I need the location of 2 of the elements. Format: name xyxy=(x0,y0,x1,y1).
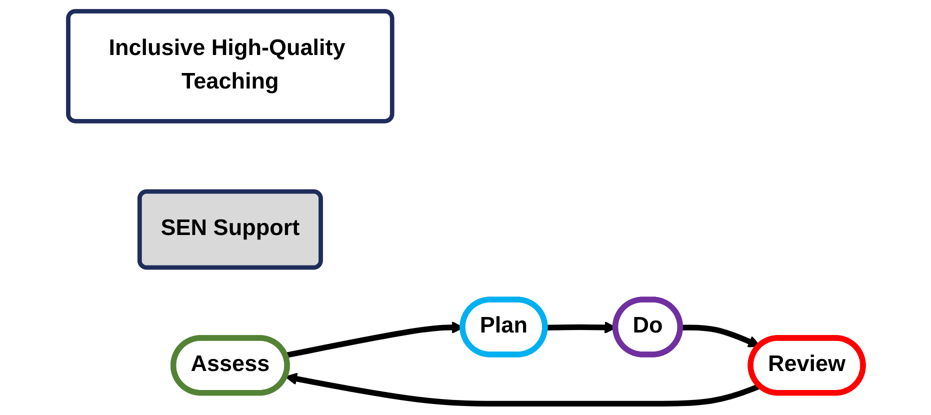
arrow xyxy=(680,324,760,348)
arrow xyxy=(284,372,761,407)
